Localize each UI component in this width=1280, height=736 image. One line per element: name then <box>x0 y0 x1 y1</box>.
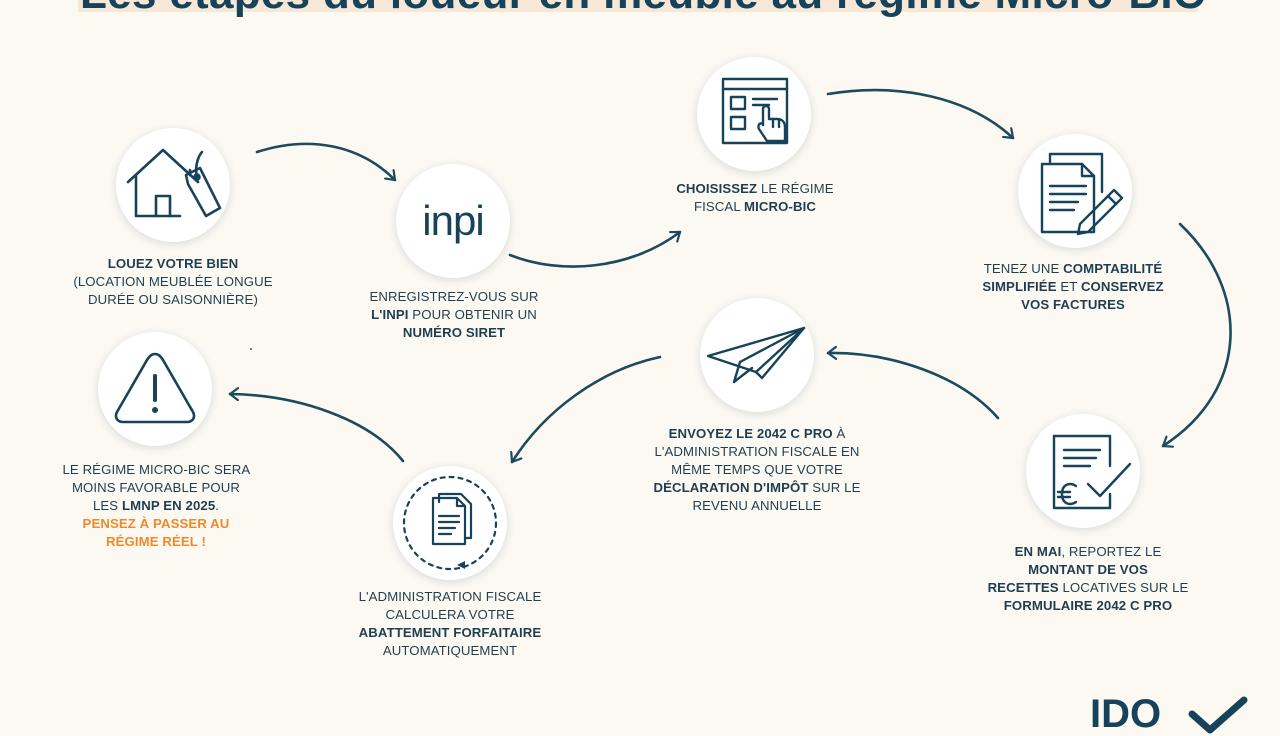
arrow-5-to-6 <box>826 353 1000 420</box>
step-6-text: ENVOYEZ LE 2042 C PRO À L'ADMINISTRATION… <box>653 426 861 513</box>
arrow-4-to-5 <box>1161 222 1232 446</box>
step-5-icon-circle <box>1026 414 1140 528</box>
title-highlight-band <box>78 0 1198 12</box>
step-3-icon-circle <box>697 57 811 171</box>
flow-arrows <box>228 88 1232 464</box>
arrow-2-to-3 <box>508 230 682 268</box>
step-5-text: EN MAI, REPORTEZ LE MONTANT DE VOS RECET… <box>987 544 1189 613</box>
documents-pen-icon <box>1040 152 1124 236</box>
stray-dot <box>250 348 252 350</box>
step-1-icon-circle <box>116 128 230 242</box>
documents-cycle-icon <box>402 475 498 571</box>
arrow-3-to-4 <box>826 88 1015 140</box>
page-title: Les étapes du loueur en meublé au régime… <box>80 0 1205 18</box>
step-7-text: L'ADMINISTRATION FISCALE CALCULERA VOTRE… <box>358 589 542 658</box>
step-2-icon-circle: inpi <box>396 164 510 278</box>
inpi-logo: inpi <box>422 197 484 244</box>
step-8-icon-circle <box>98 332 212 446</box>
step-3-text: CHOISISSEZ LE RÉGIME FISCAL MICRO-BIC <box>676 181 834 214</box>
euro-document-check-icon <box>1052 434 1132 510</box>
paper-plane-icon <box>706 326 806 384</box>
step-2-text: ENREGISTREZ-VOUS SUR L'INPI POUR OBTENIR… <box>369 289 539 340</box>
step-8-text: LE RÉGIME MICRO-BIC SERA MOINS FAVORABLE… <box>62 462 250 549</box>
step-1-text: LOUEZ VOTRE BIEN (LOCATION MEUBLÉE LONGU… <box>73 256 273 307</box>
house-with-tag-icon <box>126 148 222 218</box>
brand-logo-text: IDO <box>1090 692 1162 736</box>
form-click-icon <box>721 77 789 145</box>
arrow-6-to-7 <box>512 355 662 464</box>
arrow-7-to-8 <box>228 394 405 463</box>
step-4-text: TENEZ UNE COMPTABILITÉ SIMPLIFIÉE ET CON… <box>982 261 1164 312</box>
warning-triangle-icon <box>114 352 196 424</box>
step-4-icon-circle <box>1018 134 1132 248</box>
arrow-1-to-2 <box>255 142 397 182</box>
step-7-icon-circle <box>393 466 507 580</box>
step-6-icon-circle <box>700 298 814 412</box>
checkmark-icon <box>1188 696 1248 734</box>
